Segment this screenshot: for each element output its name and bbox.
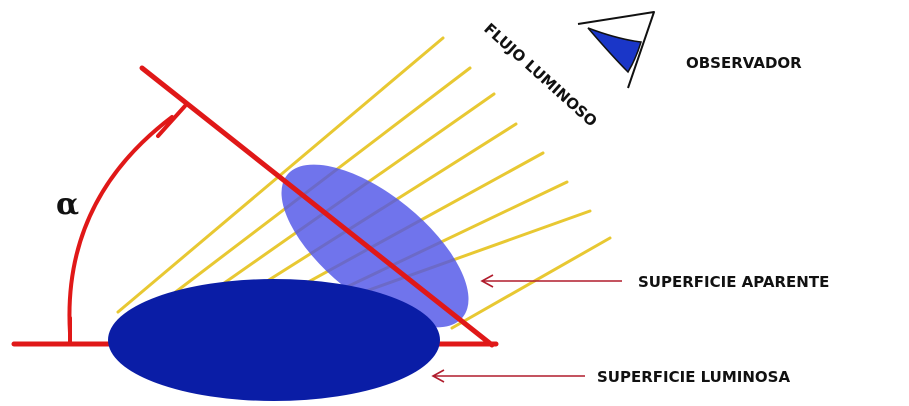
pointer-arrows: [431, 274, 622, 383]
observer-label: OBSERVADOR: [686, 54, 802, 72]
apparent-surface-label: SUPERFICIE APARENTE: [638, 273, 829, 291]
angle-alpha-label: α: [56, 187, 79, 222]
luminous-surface-ellipse: [108, 279, 440, 401]
eye-icon: [577, 11, 655, 89]
tilted-surface-line: [139, 65, 495, 348]
flux-label: FLUJO LUMINOSO: [480, 20, 600, 131]
luminous-surface-arrowhead: [431, 369, 445, 383]
perpendicular-tick: [156, 104, 187, 138]
angle-construction: [11, 65, 499, 348]
luminous-surface-label: SUPERFICIE LUMINOSA: [597, 368, 790, 386]
light-ray: [450, 236, 612, 330]
apparent-surface-arrowhead: [480, 274, 494, 288]
angle-arc: [67, 115, 174, 335]
